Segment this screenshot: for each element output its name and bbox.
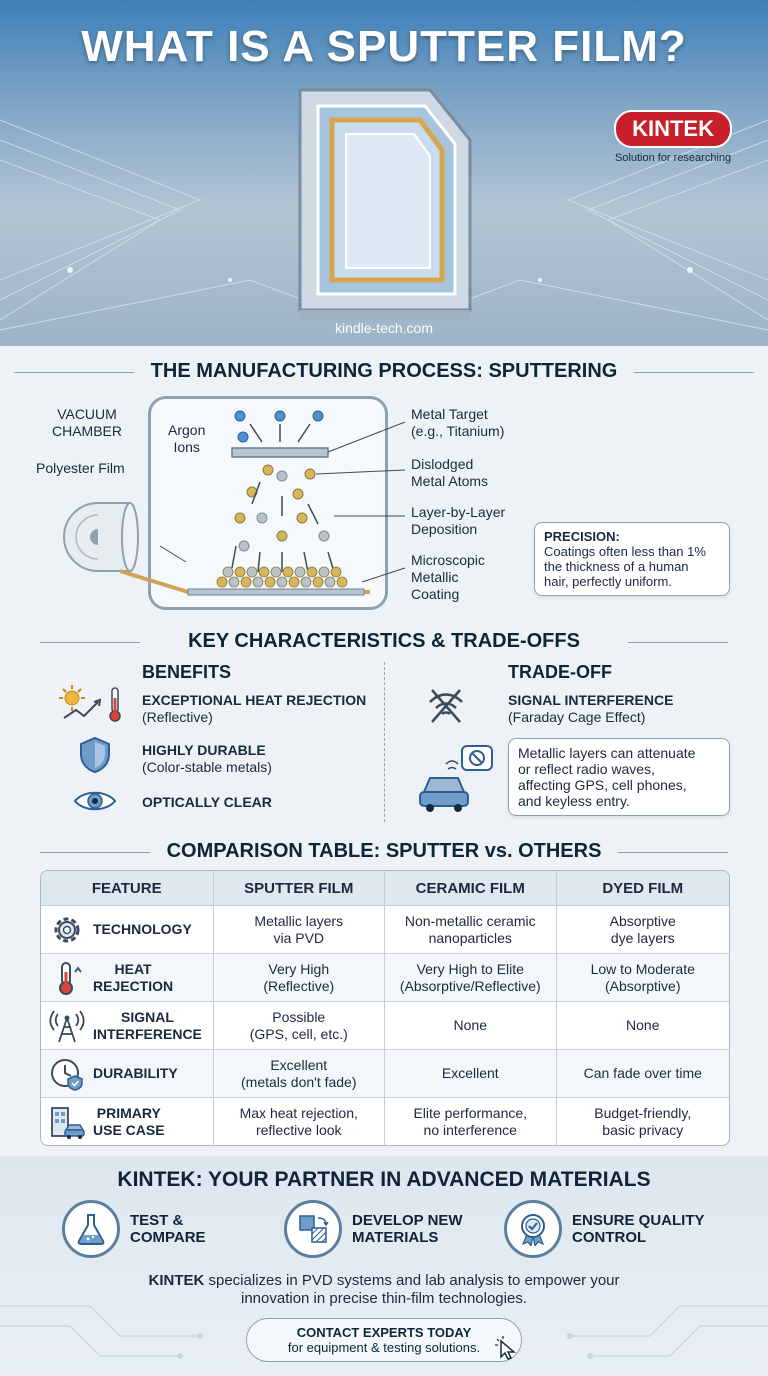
site-url[interactable]: kindle-tech.com bbox=[334, 320, 434, 336]
kintek-section: KINTEK: YOUR PARTNER IN ADVANCED MATERIA… bbox=[0, 1156, 768, 1376]
brand-name: KINTEK bbox=[614, 110, 732, 148]
no-wifi-icon bbox=[429, 689, 463, 723]
comparison-section: COMPARISON TABLE: SPUTTER vs. OTHERS FEA… bbox=[0, 840, 768, 1156]
materials-icon bbox=[299, 1215, 329, 1243]
car-blocked-signal-icon bbox=[419, 745, 493, 812]
characteristics-heading: KEY CHARACTERISTICS & TRADE-OFFS bbox=[0, 630, 768, 653]
precision-callout: PRECISION: Coatings often less than 1%th… bbox=[534, 522, 730, 596]
gear-icon bbox=[54, 917, 80, 942]
cell-dyed: None bbox=[555, 1002, 729, 1049]
comparison-heading: COMPARISON TABLE: SPUTTER vs. OTHERS bbox=[0, 840, 768, 863]
header-feature: FEATURE bbox=[91, 879, 162, 897]
cell-dyed: Low to Moderate(Absorptive) bbox=[555, 954, 729, 1001]
benefits-title: BENEFITS bbox=[142, 662, 232, 682]
cell-dyed: Can fade over time bbox=[555, 1050, 729, 1097]
cell-ceramic: None bbox=[384, 1002, 556, 1049]
sputtering-diagram bbox=[63, 410, 406, 596]
cell-sputter: Excellent(metals don't fade) bbox=[212, 1050, 385, 1097]
benefit-heat-rejection: EXCEPTIONAL HEAT REJECTION(Reflective) bbox=[142, 692, 367, 725]
page-title: WHAT IS A SPUTTER FILM? bbox=[81, 22, 687, 71]
cell-ceramic: Very High to Elite(Absorptive/Reflective… bbox=[384, 954, 556, 1001]
label-metal-target: Metal Target(e.g., Titanium) bbox=[411, 406, 505, 439]
contact-experts-button[interactable]: CONTACT EXPERTS TODAY for equipment & te… bbox=[246, 1318, 522, 1362]
cell-sputter: Possible(GPS, cell, etc.) bbox=[212, 1002, 385, 1049]
process-heading: THE MANUFACTURING PROCESS: SPUTTERING bbox=[0, 360, 768, 383]
table-header-row: FEATURE SPUTTER FILM CERAMIC FILM DYED F… bbox=[41, 871, 729, 905]
cell-ceramic: Elite performance,no interference bbox=[384, 1098, 556, 1145]
header-ceramic: CERAMIC FILM bbox=[384, 871, 556, 905]
cell-ceramic: Excellent bbox=[384, 1050, 556, 1097]
cell-dyed: Budget-friendly,basic privacy bbox=[555, 1098, 729, 1145]
header-sputter: SPUTTER FILM bbox=[212, 871, 385, 905]
feature-durability: DURABILITY bbox=[41, 1050, 213, 1097]
tradeoff-signal-interference: SIGNAL INTERFERENCE(Faraday Cage Effect) bbox=[508, 692, 674, 725]
antenna-icon bbox=[49, 1009, 85, 1042]
comparison-table: FEATURE SPUTTER FILM CERAMIC FILM DYED F… bbox=[40, 870, 730, 1146]
eye-icon bbox=[73, 791, 117, 811]
building-car-icon bbox=[51, 1106, 85, 1139]
brand-tagline: Solution for researching bbox=[614, 152, 732, 164]
header-dyed: DYED FILM bbox=[555, 871, 730, 905]
cell-sputter: Very High(Reflective) bbox=[212, 954, 385, 1001]
flask-icon bbox=[77, 1214, 105, 1245]
benefit-optically-clear: OPTICALLY CLEAR bbox=[142, 794, 272, 810]
label-polyester-film: Polyester Film bbox=[36, 460, 125, 476]
cursor-icon bbox=[495, 1336, 517, 1360]
circuit-background-graphic bbox=[0, 1305, 768, 1359]
brand-logo[interactable]: KINTEK Solution for researching bbox=[614, 110, 732, 164]
sun-thermometer-icon bbox=[59, 685, 121, 722]
cell-sputter: Max heat rejection,reflective look bbox=[212, 1098, 385, 1145]
thermometer-icon bbox=[59, 961, 82, 995]
benefit-durable: HIGHLY DURABLE(Color-stable metals) bbox=[142, 742, 272, 775]
process-section: THE MANUFACTURING PROCESS: SPUTTERING bbox=[0, 346, 768, 630]
service-test-compare[interactable]: TEST &COMPARE bbox=[62, 1200, 206, 1258]
kintek-heading: KINTEK: YOUR PARTNER IN ADVANCED MATERIA… bbox=[117, 1168, 651, 1191]
hero-banner: WHAT IS A SPUTTER FILM? KINTEK Solution … bbox=[0, 0, 768, 346]
feature-technology: TECHNOLOGY bbox=[41, 906, 213, 953]
table-row: DURABILITY Excellent(metals don't fade) … bbox=[41, 1049, 729, 1097]
window-frame-illustration bbox=[298, 88, 472, 320]
kintek-description: KINTEK specializes in PVD systems and la… bbox=[148, 1272, 620, 1307]
badge-check-icon bbox=[521, 1214, 545, 1246]
column-divider bbox=[384, 662, 385, 822]
clock-shield-icon bbox=[51, 1058, 83, 1091]
tradeoff-title: TRADE-OFF bbox=[508, 662, 612, 682]
hero-background-graphic bbox=[0, 88, 768, 331]
characteristics-section: KEY CHARACTERISTICS & TRADE-OFFS BENEFIT… bbox=[0, 630, 768, 840]
shield-icon bbox=[80, 736, 110, 774]
